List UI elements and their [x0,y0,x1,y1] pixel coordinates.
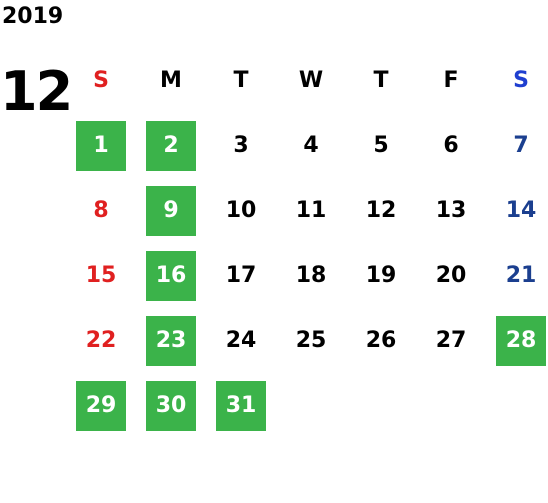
calendar-day[interactable]: 6 [416,113,486,178]
calendar-day[interactable]: 4 [276,113,346,178]
calendar-day-label: 25 [295,327,327,353]
weekday-header: T [233,67,249,93]
calendar-day-label: 7 [513,132,529,158]
weekday-header: M [160,67,182,93]
weekday-header: T [373,67,389,93]
calendar-day[interactable]: 18 [276,243,346,308]
calendar-day-label: 31 [216,380,266,431]
calendar-day[interactable]: 1 [66,113,136,178]
calendar-year: 2019 [2,4,64,29]
calendar-day-label: 26 [365,327,397,353]
calendar-day-label: 9 [146,185,196,236]
calendar-day[interactable]: 19 [346,243,416,308]
calendar-day-label: 1 [76,120,126,171]
calendar-day-label: 20 [435,262,467,288]
calendar-day[interactable]: 22 [66,308,136,373]
calendar-day[interactable]: 12 [346,178,416,243]
calendar-day[interactable]: 9 [136,178,206,243]
calendar-day[interactable]: 26 [346,308,416,373]
calendar-day[interactable]: 8 [66,178,136,243]
calendar-day-label: 24 [225,327,257,353]
weekday-header: W [298,67,324,93]
calendar-day-label: 29 [76,380,126,431]
calendar-day-label: 12 [365,197,397,223]
calendar-day-label: 16 [146,250,196,301]
calendar-day-label: 13 [435,197,467,223]
weekday-header: F [443,67,459,93]
calendar-month: 12 [0,60,73,123]
calendar-day[interactable]: 24 [206,308,276,373]
calendar-day-label: 14 [505,197,537,223]
calendar-day-label: 21 [505,262,537,288]
calendar-day[interactable]: 2 [136,113,206,178]
calendar-day[interactable]: 7 [486,113,548,178]
calendar-day[interactable]: 16 [136,243,206,308]
calendar-day[interactable]: 13 [416,178,486,243]
calendar-day-label: 8 [93,197,109,223]
calendar-day[interactable]: 10 [206,178,276,243]
calendar-day-label: 5 [373,132,389,158]
calendar-day-label: 27 [435,327,467,353]
calendar-day[interactable]: 31 [206,373,276,438]
calendar-day[interactable]: 21 [486,243,548,308]
calendar-day[interactable]: 3 [206,113,276,178]
calendar-day[interactable]: 28 [486,308,548,373]
calendar-day[interactable]: 30 [136,373,206,438]
calendar-day-label: 19 [365,262,397,288]
calendar-day-label: 23 [146,315,196,366]
calendar-day-label: 30 [146,380,196,431]
calendar-day-label: 28 [496,315,546,366]
calendar-day[interactable]: 17 [206,243,276,308]
calendar-day[interactable]: 27 [416,308,486,373]
calendar-day[interactable]: 14 [486,178,548,243]
calendar-day-label: 18 [295,262,327,288]
calendar-day[interactable]: 29 [66,373,136,438]
calendar-day-label: 10 [225,197,257,223]
calendar-day[interactable]: 20 [416,243,486,308]
calendar-day-label: 11 [295,197,327,223]
calendar-day[interactable]: 11 [276,178,346,243]
calendar-day-label: 2 [146,120,196,171]
calendar-day-label: 3 [233,132,249,158]
calendar-day-label: 15 [85,262,117,288]
calendar-day-label: 22 [85,327,117,353]
calendar-day-label: 17 [225,262,257,288]
calendar-day-label: 4 [303,132,319,158]
calendar-day[interactable]: 25 [276,308,346,373]
calendar-day[interactable]: 23 [136,308,206,373]
weekday-header: S [513,67,529,93]
calendar-day[interactable]: 5 [346,113,416,178]
weekday-header: S [93,67,109,93]
calendar-day-label: 6 [443,132,459,158]
calendar-day[interactable]: 15 [66,243,136,308]
